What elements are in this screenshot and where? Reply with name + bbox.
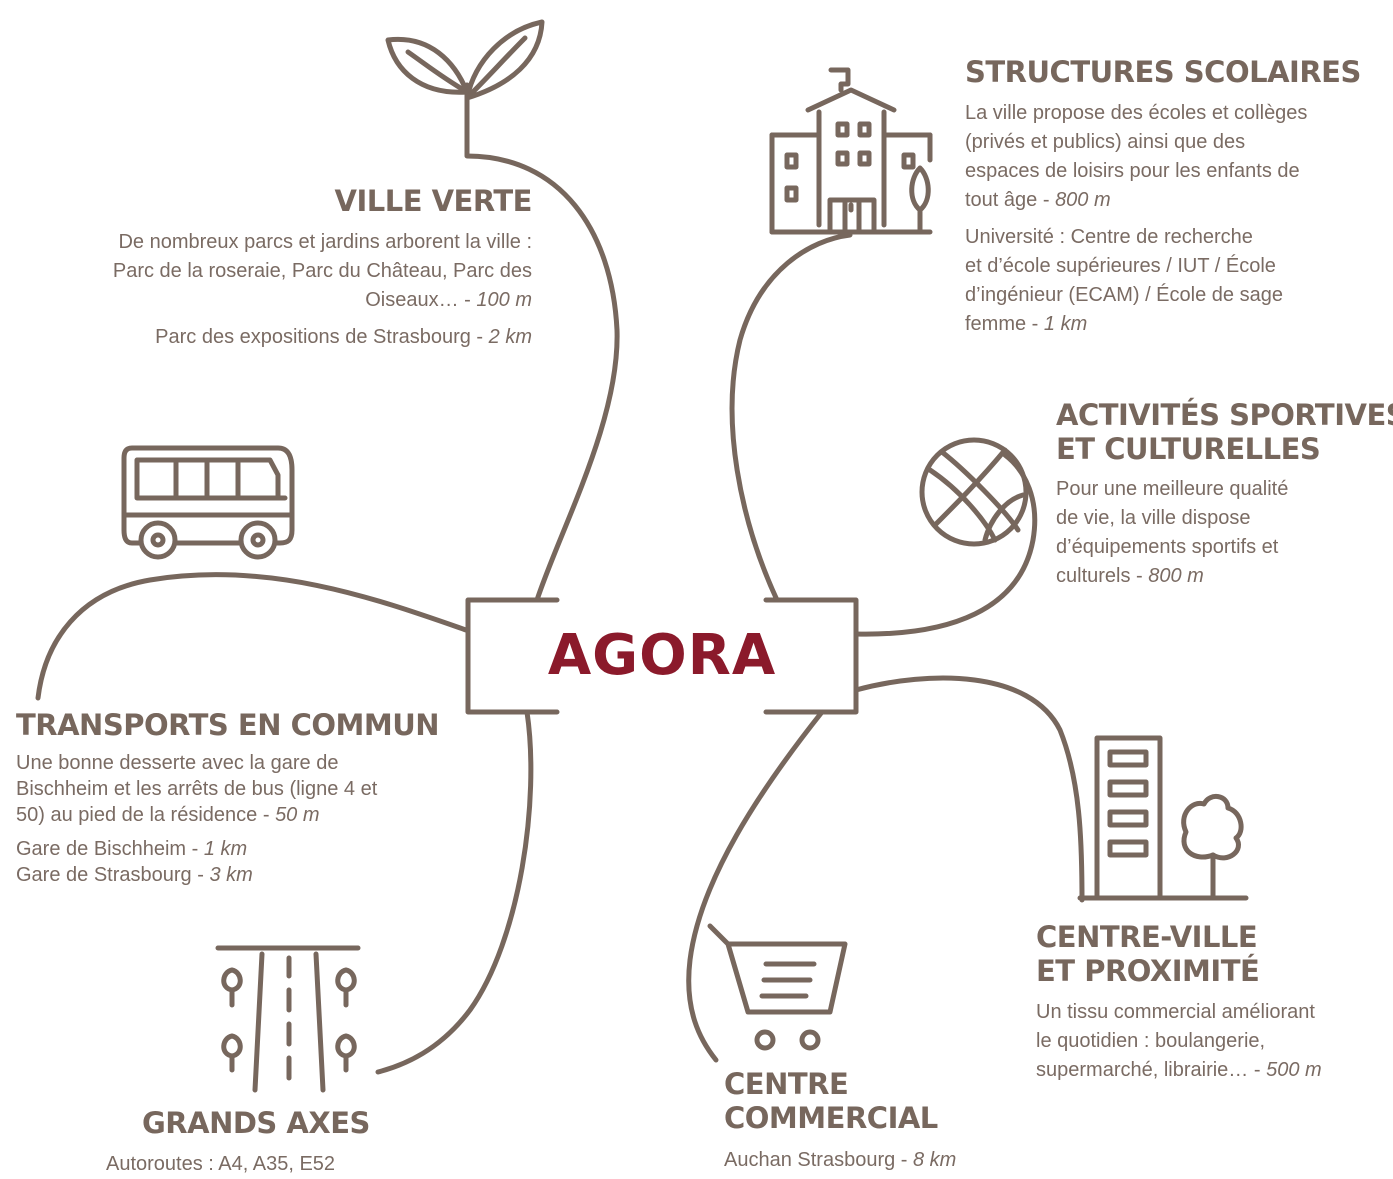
text-line: Bischheim et les arrêts de bus (ligne 4 …: [16, 778, 378, 800]
text-line: Université : Centre de recherche: [965, 226, 1253, 248]
distance: 800 m: [1148, 565, 1204, 587]
distance: 500 m: [1266, 1059, 1322, 1081]
ville-verte-line: Parc de la roseraie, Parc du Château, Pa…: [112, 260, 532, 282]
distance: 2 km: [488, 326, 532, 348]
road-icon: [215, 945, 361, 1093]
ville-verte-line: De nombreux parcs et jardins arborent la…: [118, 231, 532, 253]
shopping-cart-icon: [707, 923, 848, 1051]
text-line: Auchan Strasbourg - 8 km: [724, 1149, 957, 1171]
text-line: et d’école supérieures / IUT / École: [965, 255, 1276, 277]
school-building-icon: [769, 67, 933, 235]
distance: 8 km: [913, 1149, 957, 1171]
structures-scolaires-text: La ville propose des écoles et collèges …: [965, 99, 1375, 339]
ville-verte-title: VILLE VERTE: [334, 184, 533, 218]
text-line: Un tissu commercial améliorant: [1036, 1001, 1315, 1023]
activites-text: Pour une meilleure qualité de vie, la vi…: [1056, 475, 1376, 591]
text-line: d’ingénieur (ECAM) / École de sage: [965, 284, 1283, 306]
distance: 50 m: [275, 804, 320, 826]
distance: 100 m: [476, 289, 532, 311]
sprout-icon: [385, 19, 545, 158]
text-line: espaces de loisirs pour les enfants de: [965, 160, 1300, 182]
distance: 1 km: [1043, 313, 1088, 335]
connector-scolaires: [729, 232, 853, 603]
distance: 1 km: [203, 838, 248, 860]
ville-verte-line: Oiseaux… - 100 m: [365, 289, 532, 311]
title-line: COMMERCIAL: [724, 1101, 938, 1135]
title-line: ET CULTURELLES: [1056, 432, 1321, 466]
title-line: CENTRE-VILLE: [1036, 920, 1258, 954]
distance: 3 km: [209, 864, 253, 886]
ville-verte-text: De nombreux parcs et jardins arborent la…: [20, 228, 532, 352]
basketball-icon: [919, 437, 1029, 547]
text-line: Gare de Bischheim - 1 km: [16, 838, 248, 860]
transports-text: Une bonne desserte avec la gare de Bisch…: [16, 750, 446, 888]
text-line: (privés et publics) ainsi que des: [965, 131, 1246, 153]
text-line: culturels - 800 m: [1056, 565, 1204, 587]
grands-axes-text: Autoroutes : A4, A35, E52: [106, 1153, 336, 1175]
connector-grands-axes: [375, 709, 534, 1075]
ville-verte-line: Parc des expositions de Strasbourg - 2 k…: [155, 326, 532, 348]
text-line: Une bonne desserte avec la gare de: [16, 752, 339, 774]
distance: 800 m: [1055, 189, 1111, 211]
text-line: tout âge - 800 m: [965, 189, 1111, 211]
connector-centre-ville: [853, 675, 1085, 903]
center-label: AGORA: [547, 622, 777, 688]
text-line: supermarché, librairie… - 500 m: [1036, 1059, 1322, 1081]
connector-commercial: [686, 709, 825, 1063]
text-line: le quotidien : boulangerie,: [1036, 1030, 1266, 1052]
centre-ville-title: CENTRE-VILLE ET PROXIMITÉ: [1036, 920, 1260, 988]
text-line: Gare de Strasbourg - 3 km: [16, 864, 253, 886]
center-box: [465, 597, 859, 715]
title-line: CENTRE: [724, 1067, 849, 1101]
text-line: d’équipements sportifs et: [1056, 536, 1279, 558]
title-line: ACTIVITÉS SPORTIVES: [1056, 398, 1393, 432]
grands-axes-title: GRANDS AXES: [142, 1106, 370, 1140]
connector-ville-verte: [464, 153, 620, 603]
transports-title: TRANSPORTS EN COMMUN: [16, 708, 440, 742]
centre-commercial-title: CENTRE COMMERCIAL: [724, 1067, 938, 1135]
activites-title: ACTIVITÉS SPORTIVES ET CULTURELLES: [1056, 398, 1393, 466]
title-line: ET PROXIMITÉ: [1036, 954, 1260, 988]
text-line: Pour une meilleure qualité: [1056, 478, 1289, 500]
text-line: La ville propose des écoles et collèges: [965, 102, 1308, 124]
text-line: femme - 1 km: [965, 313, 1088, 335]
centre-commercial-text: Auchan Strasbourg - 8 km: [724, 1146, 1044, 1175]
building-tree-icon: [1077, 735, 1249, 901]
text-line: de vie, la ville dispose: [1056, 507, 1251, 529]
structures-scolaires-title: STRUCTURES SCOLAIRES: [965, 55, 1361, 89]
bus-icon: [121, 445, 295, 560]
connector-transports: [35, 572, 469, 701]
text-line: 50) au pied de la résidence - 50 m: [16, 804, 320, 826]
centre-ville-text: Un tissu commercial améliorant le quotid…: [1036, 998, 1381, 1085]
